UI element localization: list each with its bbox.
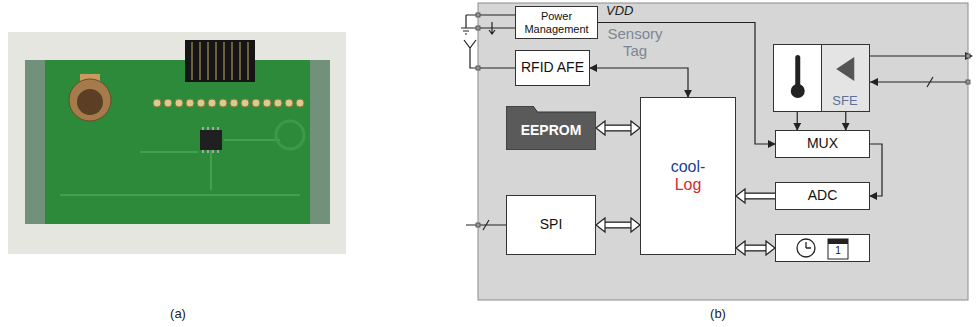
battery-holder [69, 79, 111, 121]
node-text: ADC [808, 188, 838, 203]
calendar-icon [828, 239, 848, 259]
node-text: 1 [828, 244, 848, 258]
panel-ground [478, 3, 968, 300]
bus-arrow [596, 218, 640, 232]
subfigure-label: (a) [148, 307, 208, 321]
frontend-cell [822, 45, 870, 111]
signal-arrow [590, 68, 688, 97]
logic-core: cool-Log [640, 97, 736, 255]
node-text: Log [675, 176, 702, 194]
power-block: Power Management [515, 6, 598, 39]
subfigure-label-holder: (b) [688, 307, 748, 321]
bus-head [736, 241, 745, 255]
bus-body [605, 126, 631, 130]
clock-art [776, 235, 869, 261]
tag-panel: Sensory TagPower ManagementRFID AFE EEPRO… [478, 3, 968, 300]
node-text: SFE [821, 94, 869, 108]
sensor-pins [870, 56, 968, 87]
pcb-logo [276, 121, 304, 149]
signal-line [590, 68, 688, 97]
signal-line [797, 112, 798, 130]
node-text: cool- [671, 158, 706, 176]
signal-arrow [870, 144, 882, 196]
memory-folder: EEPROM [506, 106, 596, 150]
spi-pin [466, 220, 506, 230]
pcb [25, 60, 330, 224]
antenna-symbol [464, 40, 515, 68]
rfid-block: RFID AFE [515, 50, 590, 86]
calendar-bar [828, 239, 848, 244]
signal-arrow [797, 112, 798, 130]
node-text: SPI [540, 217, 563, 232]
bus-head [596, 218, 605, 232]
node-text: RFID AFE [521, 60, 584, 75]
clock-icon [797, 239, 815, 257]
bus-body [605, 223, 631, 227]
supply-pins [461, 15, 515, 34]
signal-line [845, 112, 846, 130]
header-pin [192, 42, 248, 80]
bus-body [745, 193, 775, 200]
sensor-cell [774, 45, 822, 111]
amplifier-symbol [836, 57, 854, 81]
tag-panel-art [461, 3, 973, 300]
subfigure-label-holder: (a) [148, 307, 208, 321]
pin-arrow [870, 52, 973, 86]
bus-head [766, 241, 775, 255]
signal-line [870, 144, 882, 196]
folder-shape [506, 106, 596, 150]
edge-label-holder: VDD [606, 4, 633, 18]
interface-block: SPI [506, 195, 596, 255]
bus-head [596, 121, 605, 135]
solder-pad [153, 99, 304, 107]
pcb-trace [60, 140, 300, 195]
bus-body [745, 246, 766, 250]
subfigure-label: (b) [688, 307, 748, 321]
signal-name: VDD [606, 4, 633, 18]
bus-head [631, 218, 640, 232]
bus-arrow [736, 241, 775, 255]
bus-body [745, 245, 766, 252]
clock-hands [806, 242, 811, 248]
node-text: Sensory Tag [600, 26, 670, 59]
board-photo [8, 32, 346, 254]
bus-body [605, 222, 631, 229]
node-text: MUX [807, 136, 838, 151]
bus-head [736, 189, 745, 203]
bus-head [631, 121, 640, 135]
cell-divider [821, 45, 822, 111]
pin-header [185, 40, 255, 82]
antenna-pad [25, 60, 45, 224]
clock-block: 1 [775, 234, 870, 262]
photo-ground [8, 32, 346, 254]
battery-holder [77, 89, 103, 115]
bus-arrow [596, 121, 640, 135]
adc-block: ADC [775, 182, 870, 210]
bus-body [605, 125, 631, 132]
bus-body [745, 194, 775, 198]
sensor-block: SFE [773, 44, 870, 112]
node-text: Power Management [516, 10, 597, 34]
signal-arrow [845, 112, 846, 130]
node-text: EEPROM [521, 123, 582, 138]
bus-arrow [736, 189, 775, 203]
antenna-pad [310, 60, 330, 224]
chip [200, 130, 222, 150]
mux-block: MUX [775, 130, 870, 158]
thermometer-icon [791, 84, 805, 98]
thermometer-icon [795, 55, 800, 87]
